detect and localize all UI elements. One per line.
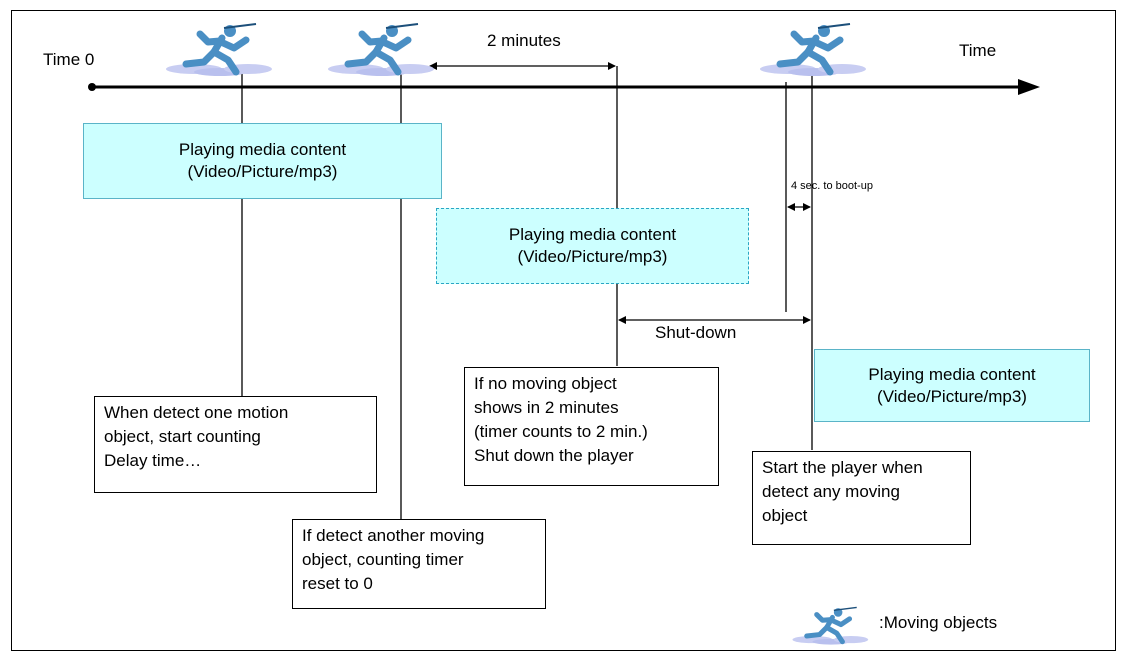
- media-title: Playing media content: [868, 364, 1036, 384]
- media-box-initial: Playing media content (Video/Picture/mp3…: [83, 123, 442, 199]
- two-minutes-label: 2 minutes: [487, 31, 561, 50]
- note-start-player: Start the player when detect any moving …: [752, 451, 971, 545]
- note-line: reset to 0: [302, 574, 373, 593]
- legend-runner-icon: [792, 606, 869, 645]
- note-line: object: [762, 506, 808, 525]
- media-subtitle: (Video/Picture/mp3): [187, 162, 338, 181]
- note-line: If detect another moving: [302, 526, 485, 545]
- time-zero-label: Time 0: [43, 50, 95, 69]
- note-line: Shut down the player: [474, 446, 634, 465]
- note-line: If no moving object: [474, 374, 617, 393]
- media-title: Playing media content: [508, 225, 677, 244]
- note-line: shows in 2 minutes: [474, 398, 619, 417]
- note-line: object, counting timer: [302, 550, 464, 569]
- legend-label: :Moving objects: [879, 613, 998, 632]
- note-timeout: If no moving object shows in 2 minutes (…: [464, 367, 719, 486]
- boot-up-label: 4 sec. to boot-up: [791, 180, 873, 192]
- runner-icon: [166, 23, 272, 76]
- time-axis-arrowhead: [1018, 79, 1040, 95]
- media-title: Playing media content: [178, 140, 347, 159]
- diagram-frame: [11, 10, 1116, 651]
- note-line: object, start counting: [104, 427, 261, 446]
- runner-icon: [328, 23, 434, 76]
- time-label: Time: [959, 41, 997, 60]
- note-another-detect: If detect another moving object, countin…: [292, 519, 546, 609]
- note-line: Delay time…: [104, 451, 202, 470]
- shutdown-label: Shut-down: [655, 323, 737, 342]
- note-first-detect: When detect one motion object, start cou…: [94, 396, 377, 493]
- note-line: detect any moving: [762, 482, 900, 501]
- media-subtitle: (Video/Picture/mp3): [877, 386, 1027, 406]
- runner-icon: [760, 23, 866, 76]
- media-box-extended: Playing media content (Video/Picture/mp3…: [436, 208, 749, 284]
- note-line: Start the player when: [762, 458, 923, 477]
- media-box-restart: Playing media content (Video/Picture/mp3…: [814, 349, 1090, 422]
- note-line: When detect one motion: [104, 403, 289, 422]
- media-subtitle: (Video/Picture/mp3): [517, 247, 668, 266]
- note-line: (timer counts to 2 min.): [474, 422, 648, 441]
